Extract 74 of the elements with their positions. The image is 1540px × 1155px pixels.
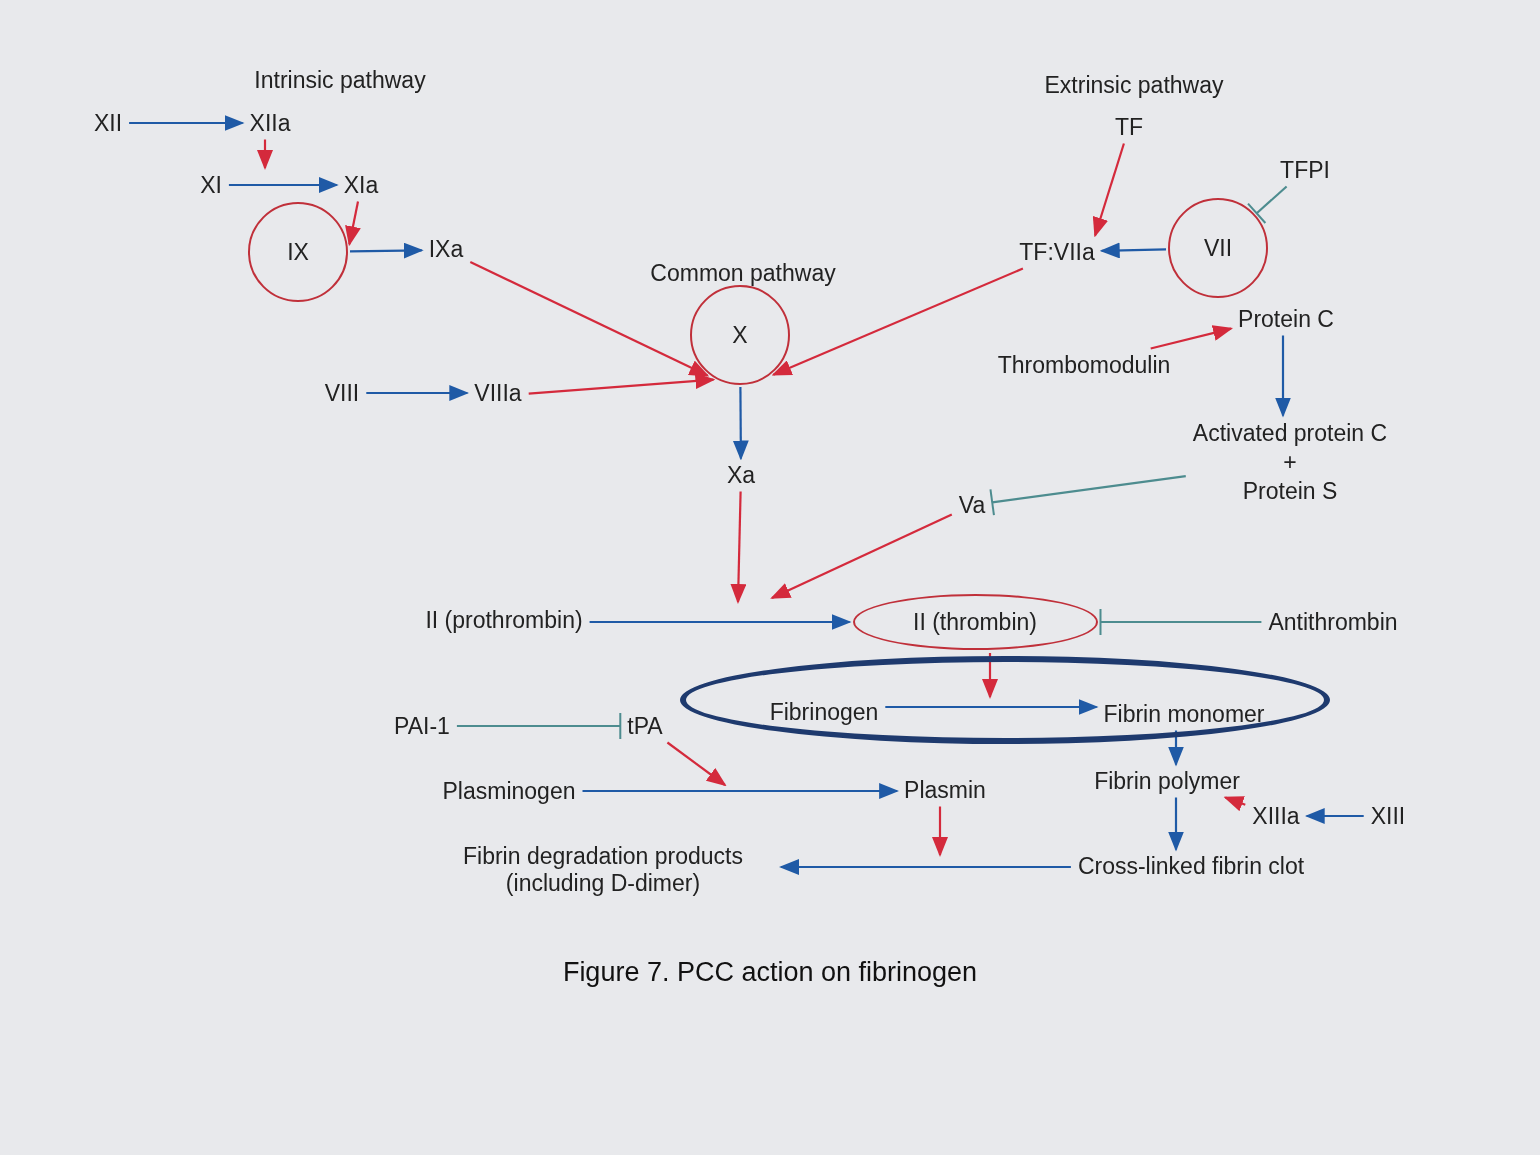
- arrow: [982, 653, 998, 699]
- factor-label: PAI-1: [393, 711, 451, 740]
- factor-label: Fibrin monomer: [1102, 699, 1266, 728]
- arrow: [528, 373, 716, 395]
- factor-label: VII: [1202, 233, 1234, 263]
- factor-label: Va: [957, 490, 987, 519]
- arrow: [129, 115, 245, 131]
- arrow: [1168, 730, 1184, 767]
- factor-label: Fibrin polymer: [1093, 766, 1241, 795]
- arrow: [228, 177, 339, 193]
- arrow: [1099, 242, 1167, 259]
- arrow: [469, 261, 710, 377]
- factor-label: Plasminogen: [441, 776, 577, 805]
- factor-label: TF:VIIa: [1018, 237, 1096, 266]
- factor-label: TFPI: [1279, 155, 1331, 184]
- factor-label: Plasmin: [903, 775, 987, 804]
- factor-label: Protein C: [1237, 304, 1335, 333]
- arrow: [366, 385, 470, 401]
- factor-label: II (prothrombin): [424, 605, 584, 634]
- inhibition-line: [989, 475, 1186, 517]
- inhibition-line: [456, 712, 622, 740]
- factor-label: IX: [286, 237, 310, 267]
- factor-label: Fibrin degradation products (including D-dimer): [462, 842, 744, 898]
- factor-label: Xa: [725, 460, 757, 489]
- factor-label: VIII: [323, 378, 361, 407]
- arrow: [770, 513, 953, 599]
- inhibition-line: [1099, 608, 1262, 636]
- factor-label: XIa: [342, 170, 380, 199]
- factor-label: XI: [199, 170, 223, 199]
- factor-label: Protein S: [1241, 476, 1339, 506]
- pathway-heading: Intrinsic pathway: [254, 66, 426, 94]
- arrow: [589, 614, 852, 630]
- inhibition-line: [1247, 185, 1288, 224]
- factor-label: II (thrombin): [912, 607, 1038, 637]
- circled-factor: [690, 285, 790, 385]
- arrow: [732, 387, 749, 461]
- arrow: [779, 859, 1071, 875]
- arrow: [350, 242, 424, 259]
- factor-label: X: [731, 320, 749, 350]
- arrow: [885, 699, 1099, 715]
- factor-label: +: [1282, 447, 1298, 477]
- factor-label: VIIIa: [473, 378, 523, 407]
- arrow: [730, 491, 747, 604]
- factor-label: XIII: [1369, 801, 1407, 830]
- factor-label: Antithrombin: [1267, 607, 1399, 636]
- arrow: [771, 267, 1024, 376]
- arrow: [1150, 325, 1234, 350]
- arrow: [1223, 796, 1246, 812]
- arrow: [257, 139, 273, 170]
- circled-factor: [248, 202, 348, 302]
- factor-label: Cross-linked fibrin clot: [1076, 851, 1306, 880]
- arrow: [1304, 808, 1364, 824]
- arrow: [1168, 797, 1184, 852]
- arrow: [1275, 335, 1291, 418]
- factor-label: TF: [1113, 112, 1145, 141]
- highlight-ellipse: [680, 656, 1330, 744]
- factor-label: Thrombomodulin: [996, 350, 1172, 379]
- factor-label: tPA: [626, 711, 664, 740]
- factor-label: Activated protein C: [1191, 418, 1389, 448]
- figure-caption: Figure 7. PCC action on fibrinogen: [562, 956, 978, 988]
- factor-label: IXa: [427, 234, 465, 263]
- arrow: [932, 806, 948, 857]
- pathway-heading: Extrinsic pathway: [1044, 71, 1224, 99]
- pathway-heading: Common pathway: [650, 259, 836, 287]
- arrow: [345, 201, 361, 247]
- highlight-ellipse: [852, 594, 1098, 650]
- arrow: [582, 783, 900, 799]
- factor-label: XIIIa: [1251, 801, 1301, 830]
- circled-factor: [1168, 198, 1268, 298]
- arrow: [1092, 143, 1125, 238]
- arrow: [666, 741, 727, 787]
- factor-label: Fibrinogen: [768, 697, 880, 726]
- factor-label: XIIa: [248, 108, 292, 137]
- factor-label: XII: [92, 108, 124, 137]
